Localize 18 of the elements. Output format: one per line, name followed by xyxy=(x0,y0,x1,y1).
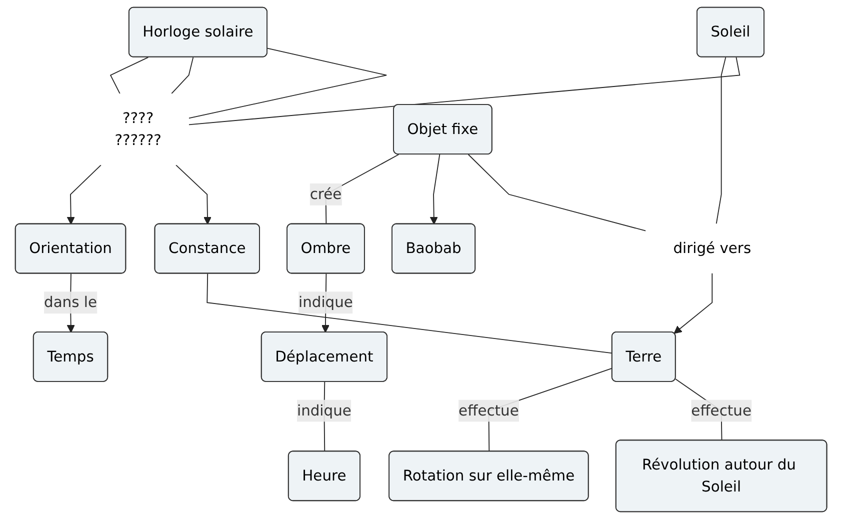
edge-label: effectue xyxy=(692,402,752,420)
arrow xyxy=(67,164,102,225)
arrow xyxy=(176,164,212,225)
arrow xyxy=(674,272,714,334)
connector xyxy=(716,56,727,224)
edge-label: effectue xyxy=(458,402,520,420)
edge-label: indique xyxy=(298,293,354,311)
edge-label: indique xyxy=(297,402,352,420)
connector xyxy=(172,56,194,94)
connector xyxy=(110,56,150,94)
edge-label: crée xyxy=(310,185,342,203)
edge-label: dans le xyxy=(44,293,98,311)
node-text: ???? ?????? xyxy=(115,109,162,149)
arrow xyxy=(430,154,441,225)
node-text: dirigé vers xyxy=(674,239,752,257)
connector xyxy=(188,48,388,119)
connector xyxy=(188,56,741,126)
connector xyxy=(468,154,647,232)
